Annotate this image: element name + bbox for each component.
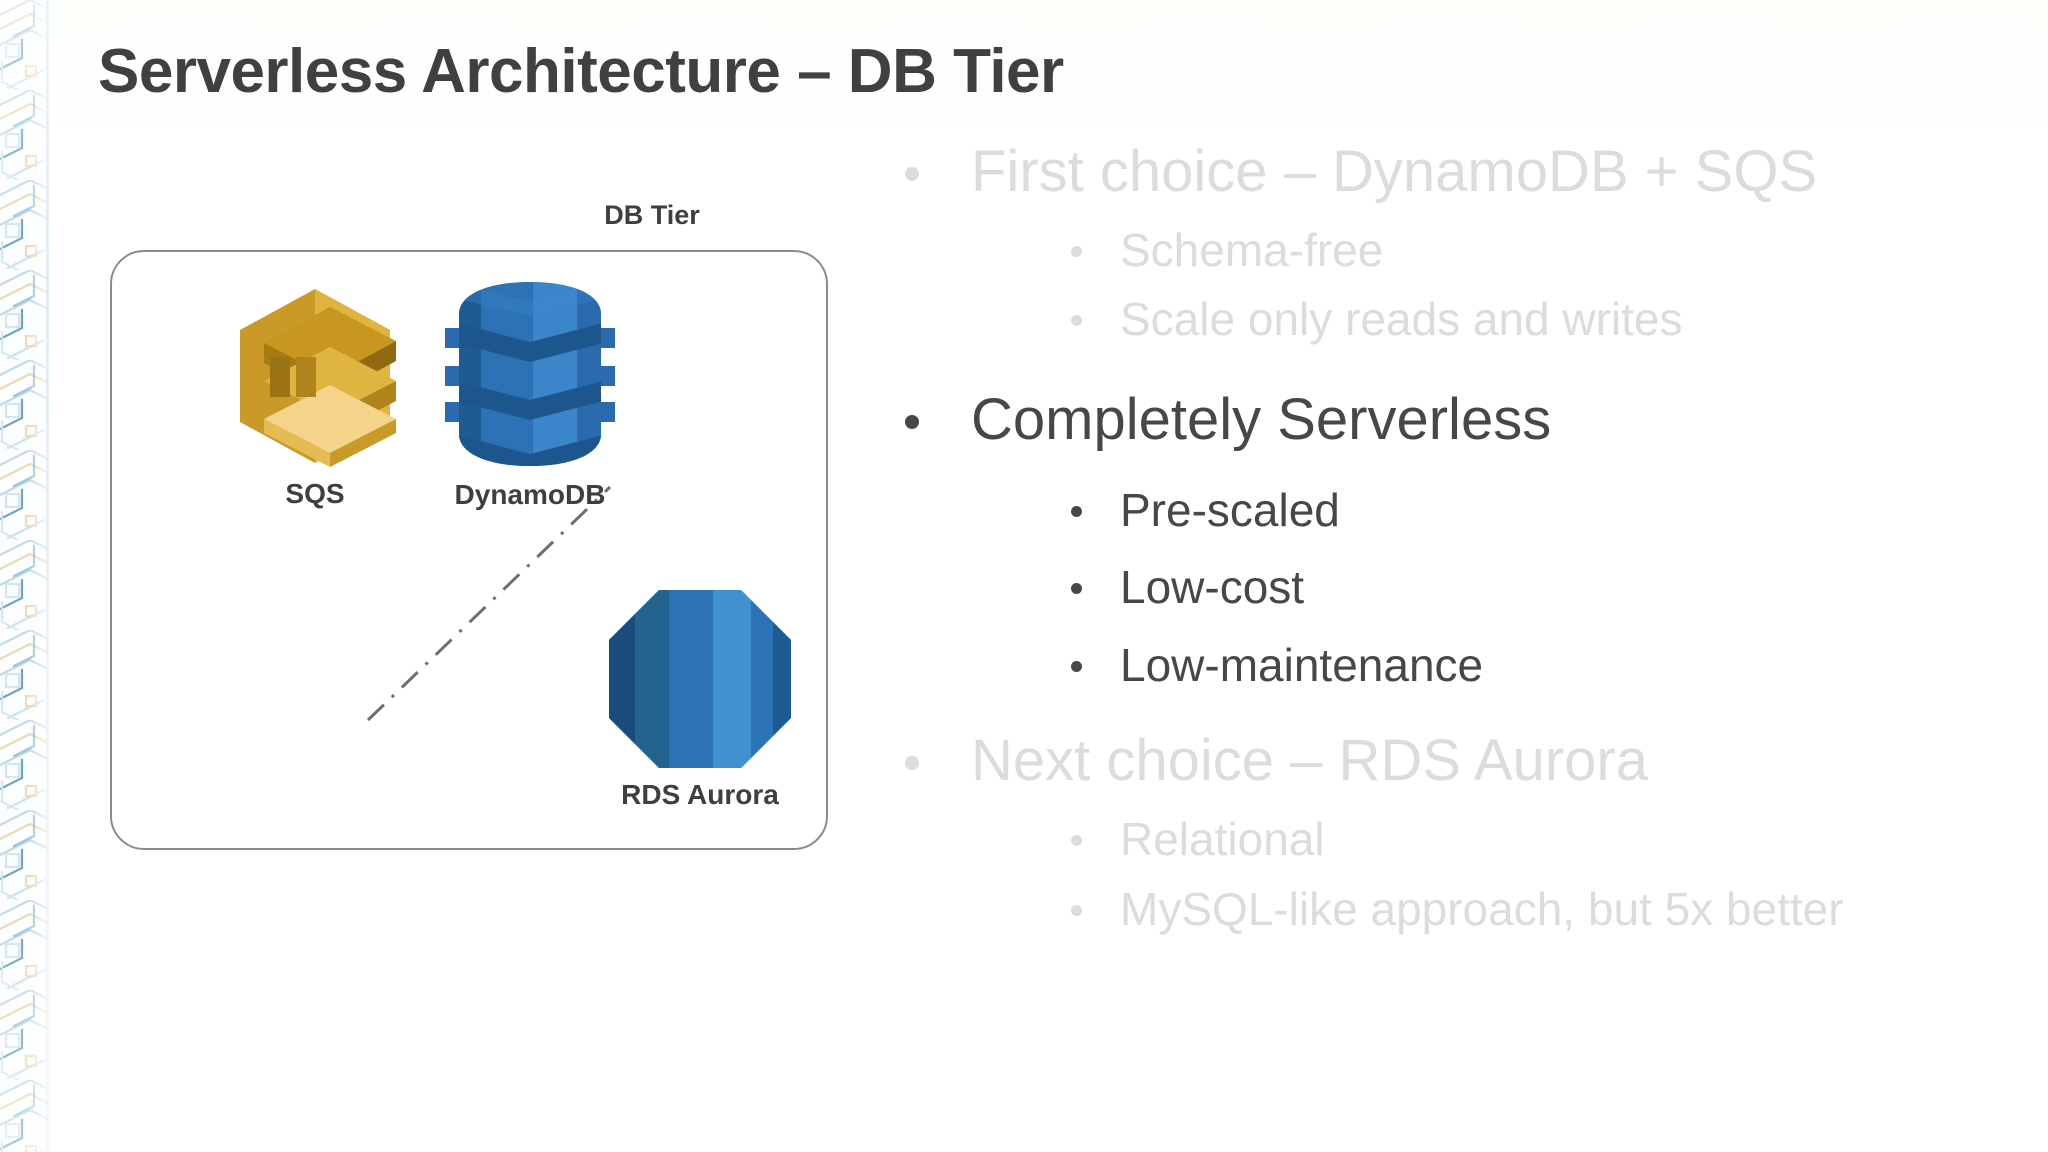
bullet-level1[interactable]: Next choice – RDS Aurora bbox=[905, 729, 2040, 794]
bullet-level2-text: Relational bbox=[1120, 813, 1325, 866]
bullet-level2[interactable]: MySQL-like approach, but 5x better bbox=[905, 882, 2040, 936]
diagram-node-rds-aurora[interactable]: RDS Aurora bbox=[570, 590, 830, 811]
diagram-node-sqs[interactable]: SQS bbox=[205, 285, 425, 510]
bullet-dot-icon bbox=[1071, 835, 1082, 847]
diagram-node-dynamodb[interactable]: DynamoDB bbox=[400, 280, 660, 511]
bullet-group-completely-serverless: Completely Serverless Pre-scaled Low-cos… bbox=[905, 386, 2040, 692]
aws-dynamodb-icon bbox=[445, 282, 615, 466]
bullet-level2[interactable]: Pre-scaled bbox=[905, 483, 2040, 537]
db-tier-group-label: DB Tier bbox=[604, 200, 700, 230]
bullet-dot-icon bbox=[905, 414, 919, 429]
bullet-level1-text: First choice – DynamoDB + SQS bbox=[971, 139, 1818, 204]
aws-sqs-icon bbox=[240, 289, 396, 467]
bullet-level2-text: MySQL-like approach, but 5x better bbox=[1120, 882, 1844, 935]
bullet-dot-icon bbox=[905, 756, 919, 771]
bullet-dot-icon bbox=[1071, 245, 1082, 257]
bullet-dot-icon bbox=[905, 167, 919, 181]
bullet-dot-icon bbox=[1071, 505, 1082, 517]
bullet-dot-icon bbox=[1071, 315, 1082, 327]
bullet-level2-text: Scale only reads and writes bbox=[1120, 293, 1683, 346]
diagram-node-label-sqs: SQS bbox=[285, 478, 345, 509]
bullet-level1-text: Next choice – RDS Aurora bbox=[971, 728, 1648, 794]
bullet-group-next-choice: Next choice – RDS Aurora Relational MySQ… bbox=[905, 729, 2040, 935]
strip-edge-line bbox=[46, 0, 49, 1152]
diagram-node-label-dynamodb: DynamoDB bbox=[454, 479, 606, 510]
diagram-node-label-rds-aurora: RDS Aurora bbox=[621, 779, 779, 810]
page-title: Serverless Architecture – DB Tier bbox=[98, 37, 1064, 106]
bullet-level1[interactable]: First choice – DynamoDB + SQS bbox=[905, 139, 2040, 205]
bullet-level2-text: Low-cost bbox=[1120, 561, 1305, 614]
db-tier-boundary-box bbox=[110, 250, 828, 850]
bullet-group-first-choice: First choice – DynamoDB + SQS Schema-fre… bbox=[905, 139, 2040, 346]
bullet-level2[interactable]: Schema-free bbox=[905, 223, 2040, 277]
bullet-level1-text: Completely Serverless bbox=[971, 386, 1552, 452]
db-tier-diagram: DB Tier bbox=[100, 190, 860, 870]
bullet-level2-text: Low-maintenance bbox=[1120, 638, 1484, 691]
bullet-dot-icon bbox=[1071, 904, 1082, 916]
bullet-level2[interactable]: Relational bbox=[905, 814, 2040, 866]
bullet-level2[interactable]: Low-cost bbox=[905, 562, 2040, 614]
bullet-level2-text: Schema-free bbox=[1120, 223, 1384, 276]
bullet-level2[interactable]: Low-maintenance bbox=[905, 638, 2040, 692]
aws-rds-aurora-icon bbox=[609, 590, 791, 768]
decorative-circuit-strip bbox=[0, 0, 52, 1152]
bullet-list: First choice – DynamoDB + SQS Schema-fre… bbox=[905, 139, 2040, 935]
bullet-level2-text: Pre-scaled bbox=[1120, 483, 1340, 536]
bullet-dot-icon bbox=[1071, 583, 1082, 595]
bullet-level2[interactable]: Scale only reads and writes bbox=[905, 294, 2040, 346]
bullet-dot-icon bbox=[1071, 660, 1082, 672]
bullet-level1[interactable]: Completely Serverless bbox=[905, 386, 2040, 453]
